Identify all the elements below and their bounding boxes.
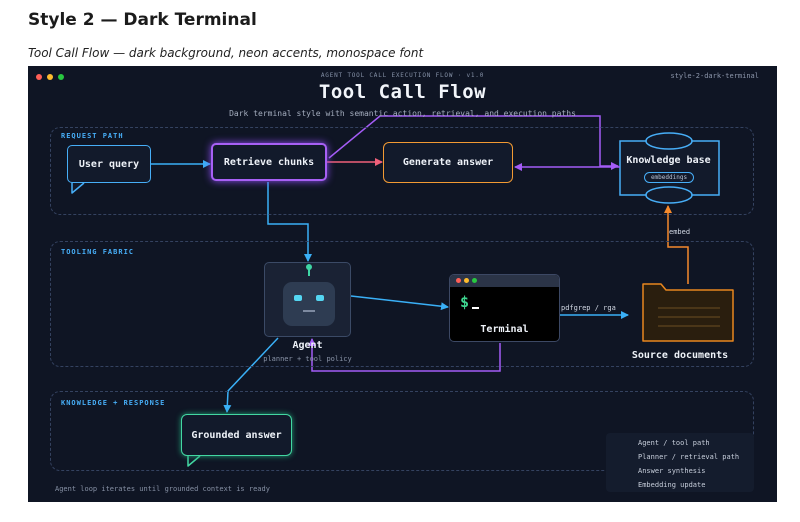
legend-item: Answer synthesis xyxy=(638,467,705,475)
legend-label: Embedding update xyxy=(638,481,706,489)
edge-label-pdfgrep: pdfgrep / rga xyxy=(561,304,616,312)
grounded-bubble-tail xyxy=(187,455,201,467)
zone-knowledge-response xyxy=(50,391,754,471)
legend-label: Planner / retrieval path xyxy=(638,453,740,461)
diagram-canvas xyxy=(71,115,734,489)
robot-mouth-icon xyxy=(303,310,315,312)
minimize-dot-icon xyxy=(47,74,53,80)
zone-tooling-fabric xyxy=(50,241,754,367)
node-grounded-answer: Grounded answer xyxy=(181,414,292,456)
antenna-tip-icon xyxy=(306,264,312,270)
node-terminal: $ Terminal xyxy=(449,274,560,342)
knowledge-base-badge: embeddings xyxy=(644,172,694,183)
node-knowledge-base: Knowledge base xyxy=(626,155,711,166)
edge-retrieve-to-kb xyxy=(328,115,619,170)
node-generate-answer: Generate answer xyxy=(383,142,513,183)
footer-note: Agent loop iterates until grounded conte… xyxy=(55,485,270,493)
legend-label: Agent / tool path xyxy=(638,439,710,447)
robot-icon xyxy=(283,282,335,326)
page-heading: Style 2 — Dark Terminal xyxy=(28,10,257,30)
diagram-kicker: AGENT TOOL CALL EXECUTION FLOW · v1.0 xyxy=(320,72,485,79)
style-tag: style-2-dark-terminal xyxy=(670,72,759,80)
terminal-maximize-dot-icon xyxy=(472,278,477,283)
maximize-dot-icon xyxy=(58,74,64,80)
window-controls xyxy=(36,74,64,80)
folder-icon xyxy=(642,283,734,342)
node-user-query: User query xyxy=(67,145,151,183)
agent-label: Agent xyxy=(292,340,323,351)
legend-item: Planner / retrieval path xyxy=(638,453,739,461)
legend-label: Answer synthesis xyxy=(638,467,706,475)
antenna-icon xyxy=(308,268,310,276)
zone-label-knowledge: KNOWLEDGE + RESPONSE xyxy=(61,399,166,407)
node-source-documents: Source documents xyxy=(631,350,729,361)
diagram-subtitle: Dark terminal style with semantic action… xyxy=(229,109,576,118)
terminal-cursor-icon xyxy=(472,307,479,309)
edge-label-embed: embed xyxy=(669,228,691,236)
legend-item: Agent / tool path xyxy=(638,439,710,447)
edge-agent-to-terminal xyxy=(350,295,449,311)
node-agent xyxy=(264,262,351,337)
terminal-label: Terminal xyxy=(480,324,529,335)
node-retrieve-chunks: Retrieve chunks xyxy=(211,143,327,181)
edge-terminal-loop-to-agent xyxy=(308,338,501,372)
page-caption: Tool Call Flow — dark background, neon a… xyxy=(28,46,424,60)
user-query-bubble-tail xyxy=(71,182,85,194)
zone-request-path xyxy=(50,127,754,215)
terminal-minimize-dot-icon xyxy=(464,278,469,283)
agent-sublabel: planner + tool policy xyxy=(263,355,352,363)
terminal-titlebar xyxy=(450,275,559,287)
legend: Agent / tool path Planner / retrieval pa… xyxy=(606,433,754,492)
close-dot-icon xyxy=(36,74,42,80)
robot-eye-icon xyxy=(294,295,302,301)
robot-eye-icon xyxy=(316,295,324,301)
zone-label-request: REQUEST PATH xyxy=(61,132,124,140)
edge-docs-to-kb-embed xyxy=(664,205,689,284)
database-icon xyxy=(619,132,720,204)
edge-retrieve-to-agent xyxy=(267,182,312,262)
zone-label-tooling: TOOLING FABRIC xyxy=(61,248,135,256)
terminal-prompt: $ xyxy=(460,293,470,311)
diagram-title: Tool Call Flow xyxy=(318,81,487,103)
terminal-close-dot-icon xyxy=(456,278,461,283)
diagram-frame: AGENT TOOL CALL EXECUTION FLOW · v1.0 st… xyxy=(28,66,777,502)
legend-item: Embedding update xyxy=(638,481,705,489)
